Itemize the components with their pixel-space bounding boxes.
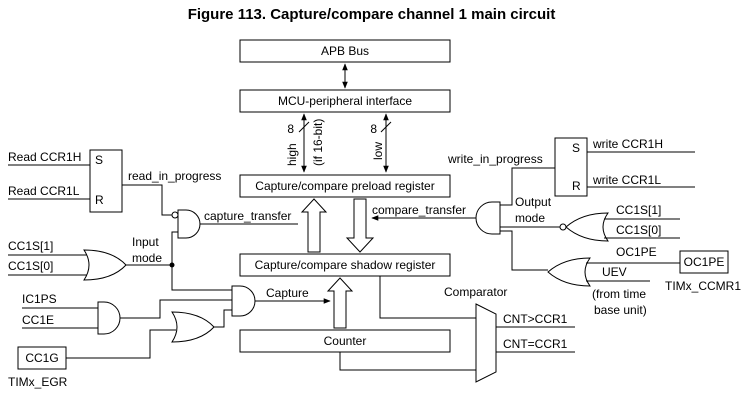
- bus-low: 8 low: [370, 113, 392, 173]
- bus-high-label: high: [285, 143, 299, 166]
- read-latch-r: R: [95, 193, 104, 207]
- bus-width-high: 8: [287, 122, 294, 136]
- ic1ps-and-gate: [97, 301, 121, 335]
- comparator-block: [475, 303, 497, 383]
- oc1pe-box-label: OC1PE: [684, 255, 725, 269]
- cc1e-label: CC1E: [22, 313, 54, 327]
- read-latch-s: S: [95, 153, 103, 167]
- uev-label: UEV: [602, 265, 627, 279]
- output-mode-nor-gate: [565, 212, 609, 242]
- ic1ps-label: IC1PS: [22, 292, 57, 306]
- timx-ccmr1-label: TIMx_CCMR1: [665, 279, 741, 293]
- mcu-interface-label: MCU-peripheral interface: [278, 94, 412, 108]
- counter-capture-arrow: [326, 277, 354, 329]
- mcu-interface-block: MCU-peripheral interface: [239, 89, 451, 113]
- capture-and-gate: [231, 285, 256, 317]
- input-mode-or-gate: [83, 249, 127, 281]
- compare-transfer-label: compare_transfer: [372, 203, 466, 217]
- shadow-register-block: Capture/compare shadow register: [239, 253, 451, 277]
- capture-or-gate: [171, 311, 215, 343]
- apb-bus-label: APB Bus: [321, 44, 369, 58]
- cnt-gt-ccr1-label: CNT>CCR1: [503, 312, 568, 326]
- cc1s1-left-label: CC1S[1]: [8, 239, 53, 253]
- output-mode-label-2: mode: [515, 211, 545, 225]
- comparator-label: Comparator: [444, 285, 507, 299]
- counter-block: Counter: [239, 329, 451, 353]
- cc1g-label: CC1G: [25, 351, 58, 365]
- read-ccr1l-label: Read CCR1L: [8, 184, 80, 198]
- compare-transfer-arrow: [345, 198, 375, 253]
- read-ccr1h-label: Read CCR1H: [8, 150, 81, 164]
- apb-bus-block: APB Bus: [239, 39, 451, 63]
- cc1s0-right-label: CC1S[0]: [616, 223, 661, 237]
- write-latch-r: R: [572, 179, 581, 193]
- input-mode-label-1: Input: [132, 235, 159, 249]
- capture-label: Capture: [266, 286, 309, 300]
- capture-transfer-label: capture_transfer: [204, 209, 291, 223]
- write-latch-s: S: [572, 141, 580, 155]
- write-latch: S R: [554, 137, 588, 197]
- cnt-eq-ccr1-label: CNT=CCR1: [503, 337, 568, 351]
- bus-width-low: 8: [370, 122, 377, 136]
- counter-label: Counter: [324, 334, 367, 348]
- write-ccr1l-label: write CCR1L: [592, 173, 661, 187]
- capture-transfer-and-gate: [177, 209, 201, 239]
- cc1g-block: CC1G: [17, 346, 67, 370]
- bus-low-label: low: [371, 142, 385, 160]
- write-ccr1h-label: write CCR1H: [592, 137, 663, 151]
- cc1s1-right-label: CC1S[1]: [616, 203, 661, 217]
- bus-if16-label: (if 16-bit): [311, 119, 325, 166]
- bus-high: 8 high (if 16-bit): [285, 113, 325, 173]
- preload-register-block: Capture/compare preload register: [239, 174, 451, 198]
- from-time-base-label-2: base unit): [594, 303, 647, 317]
- shadow-register-label: Capture/compare shadow register: [255, 258, 436, 272]
- oc1pe-uev-gate: [547, 257, 591, 287]
- oc1pe-signal-label: OC1PE: [616, 245, 657, 259]
- input-mode-label-2: mode: [132, 251, 162, 265]
- preload-register-label: Capture/compare preload register: [255, 179, 434, 193]
- read-latch: S R: [89, 149, 123, 213]
- write-in-progress-label: write_in_progress: [447, 152, 543, 166]
- output-mode-label-1: Output: [515, 195, 552, 209]
- read-in-progress-label: read_in_progress: [128, 169, 221, 183]
- from-time-base-label-1: (from time: [592, 287, 646, 301]
- timx-egr-label: TIMx_EGR: [8, 375, 68, 389]
- cc1s0-left-label: CC1S[0]: [8, 259, 53, 273]
- oc1pe-block: OC1PE: [679, 250, 729, 274]
- compare-transfer-gate: [475, 201, 501, 235]
- capture-transfer-arrow: [300, 198, 328, 253]
- figure-title: Figure 113. Capture/compare channel 1 ma…: [187, 6, 556, 23]
